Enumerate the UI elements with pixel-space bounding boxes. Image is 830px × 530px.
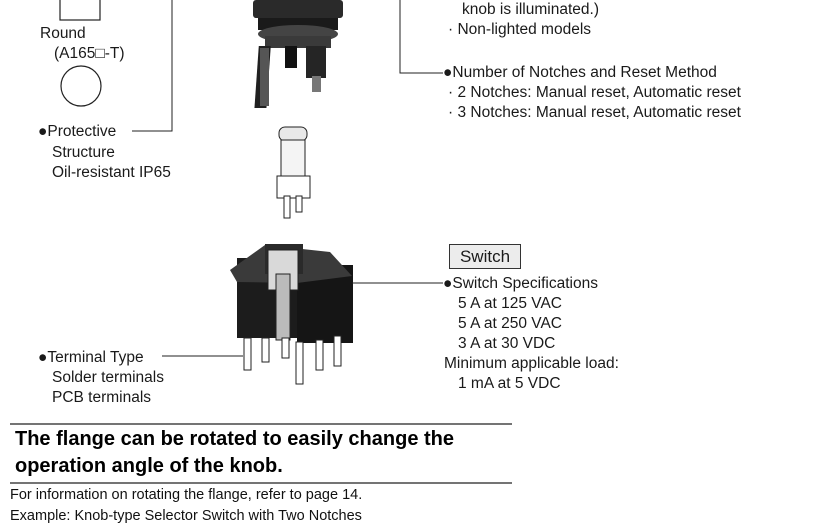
notches-item-2: · 3 Notches: Manual reset, Automatic res…: [448, 104, 741, 121]
terminal-value-2: PCB terminals: [52, 389, 152, 406]
notches-heading-text: Number of Notches and Reset Method: [452, 64, 717, 81]
notches-item-1: · 2 Notches: Manual reset, Automatic res…: [448, 84, 741, 101]
selector-switch-illustration: [253, 0, 343, 108]
bullet: ●: [443, 64, 453, 81]
lamp-illustration: [276, 126, 311, 219]
protective-heading-line2: Structure: [52, 144, 115, 161]
flange-note: For information on rotating the flange, …: [10, 487, 363, 503]
notches-leader-line: [399, 0, 443, 74]
round-model: (A165□-T): [54, 45, 125, 62]
bullet: ●: [443, 275, 453, 292]
protective-heading-text: Protective: [47, 123, 117, 140]
bullet: ●: [38, 123, 48, 140]
min-load-value: 1 mA at 5 VDC: [458, 375, 561, 392]
switch-block-illustration: [230, 244, 353, 385]
round-label: Round: [40, 25, 86, 42]
switch-spec-1: 5 A at 125 VAC: [458, 295, 562, 312]
flange-headline-2: operation angle of the knob.: [15, 455, 283, 477]
flange-example: Example: Knob-type Selector Switch with …: [10, 508, 362, 524]
bullet: ●: [38, 349, 48, 366]
round-knob-outline: [60, 65, 102, 107]
switch-heading: ●Switch Specifications: [443, 274, 598, 294]
protective-heading: ●Protective: [38, 122, 116, 142]
protective-value: Oil-resistant IP65: [52, 164, 171, 181]
top-line-2: · Non-lighted models: [448, 21, 592, 38]
switch-spec-3: 3 A at 30 VDC: [458, 335, 556, 352]
flange-headline-1: The flange can be rotated to easily chan…: [15, 428, 454, 450]
switch-section-label: Switch: [449, 244, 521, 269]
protective-leader-line: [132, 0, 173, 132]
terminal-heading: ●Terminal Type: [38, 348, 144, 368]
top-line-1: knob is illuminated.): [462, 1, 599, 18]
terminal-value-1: Solder terminals: [52, 369, 164, 386]
square-knob-outline: [59, 0, 101, 21]
notches-heading: ●Number of Notches and Reset Method: [443, 63, 717, 83]
min-load-label: Minimum applicable load:: [444, 355, 619, 372]
switch-spec-2: 5 A at 250 VAC: [458, 315, 562, 332]
switch-heading-text: Switch Specifications: [452, 275, 598, 292]
terminal-heading-text: Terminal Type: [47, 349, 144, 366]
